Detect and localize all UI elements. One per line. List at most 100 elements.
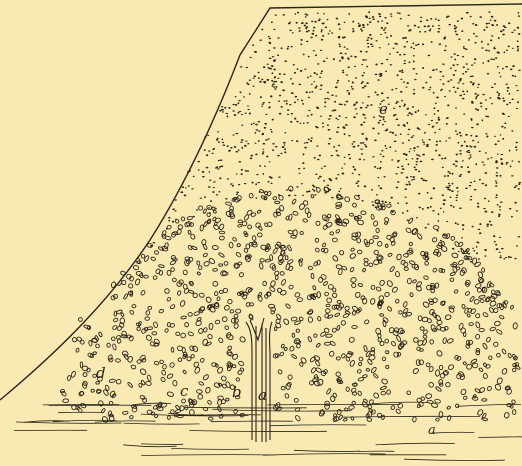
stipple-dot (343, 127, 345, 129)
stipple-dot (168, 217, 171, 219)
cell-mark (294, 398, 298, 402)
cell-mark (78, 317, 83, 322)
stipple-dot (454, 91, 456, 93)
stipple-dot (234, 146, 237, 148)
stipple-dot (258, 130, 261, 131)
cell-mark (335, 229, 340, 234)
stipple-dot (331, 95, 334, 96)
stipple-dot (272, 119, 274, 121)
cell-mark (384, 338, 389, 343)
stipple-dot (204, 196, 206, 198)
cell-mark (129, 310, 134, 315)
stipple-dot (311, 91, 313, 93)
cell-mark (362, 268, 366, 272)
stipple-dot (442, 194, 444, 196)
cell-mark (395, 299, 400, 304)
stipple-dot (266, 79, 269, 81)
stipple-dot (502, 68, 504, 70)
cell-mark (394, 328, 398, 333)
cell-mark (139, 368, 147, 376)
cell-mark (352, 325, 358, 328)
stipple-dot (204, 136, 206, 138)
stipple-dot (241, 114, 243, 115)
cell-mark (315, 238, 319, 242)
stipple-dot (289, 104, 291, 106)
stipple-dot (369, 21, 371, 23)
cell-mark (281, 344, 285, 348)
stipple-dot (424, 26, 427, 28)
stipple-dot (277, 55, 279, 56)
cell-mark (236, 309, 241, 313)
cell-mark (508, 353, 512, 358)
stipple-dot (339, 28, 341, 30)
stipple-dot (506, 49, 508, 51)
label-a-right: a (428, 424, 436, 437)
cell-mark (341, 353, 345, 358)
stipple-dot (313, 190, 316, 192)
stipple-dot (345, 53, 347, 55)
cell-mark (147, 375, 152, 382)
stipple-dot (425, 82, 427, 84)
stipple-dot (501, 162, 504, 164)
stipple-dot (479, 179, 481, 181)
stipple-dot (497, 91, 499, 93)
stipple-dot (449, 189, 451, 191)
stipple-dot (294, 72, 296, 74)
stipple-dot (202, 176, 205, 177)
stipple-dot (310, 37, 312, 39)
cell-mark (71, 371, 77, 378)
stipple-dot (363, 159, 365, 160)
stipple-dot (456, 133, 458, 135)
stipple-dot (306, 191, 309, 193)
cell-mark (391, 286, 398, 293)
stipple-dot (391, 211, 394, 213)
stipple-dot (496, 24, 498, 26)
cell-mark (321, 371, 326, 376)
cell-mark (179, 300, 185, 307)
stipple-dot (510, 165, 512, 167)
stipple-dot (342, 72, 344, 74)
stipple-dot (454, 59, 456, 61)
stipple-dot (455, 30, 457, 32)
stipple-dot (292, 32, 294, 33)
stipple-dot (297, 12, 299, 14)
stipple-dot (217, 131, 219, 132)
stipple-dot (327, 19, 329, 20)
stipple-dot (460, 174, 462, 175)
cell-mark (479, 295, 486, 299)
cell-mark (288, 375, 292, 380)
stipple-dot (291, 46, 293, 47)
cell-mark (322, 242, 326, 247)
stipple-dot (426, 144, 428, 146)
stipple-dot (483, 164, 485, 165)
stipple-dot (450, 196, 452, 198)
stipple-dot (428, 124, 430, 125)
stipple-dot (319, 176, 322, 178)
cell-mark (314, 381, 321, 387)
stipple-dot (462, 73, 464, 75)
stipple-dot (402, 212, 404, 214)
stipple-dot (304, 69, 306, 70)
stipple-dot (172, 208, 175, 210)
stipple-dot (299, 30, 301, 32)
cell-mark (311, 194, 315, 198)
stipple-dot (403, 63, 406, 64)
cell-mark (61, 391, 67, 397)
stipple-dot (393, 115, 395, 117)
stipple-dot (379, 16, 381, 18)
stipple-dot (337, 127, 339, 129)
cell-mark (258, 226, 263, 231)
cell-mark (284, 347, 288, 351)
stipple-dot (393, 48, 395, 50)
cell-mark (315, 360, 321, 366)
cell-mark (270, 280, 276, 287)
stipple-dot (284, 60, 287, 62)
stipple-dot (331, 110, 333, 111)
cell-mark (430, 324, 436, 331)
stipple-dot (418, 155, 420, 156)
stipple-dot (269, 38, 271, 40)
cell-mark (203, 252, 208, 257)
stipple-dot (238, 161, 241, 163)
stipple-dot (436, 69, 438, 71)
stipple-dot (422, 154, 425, 156)
